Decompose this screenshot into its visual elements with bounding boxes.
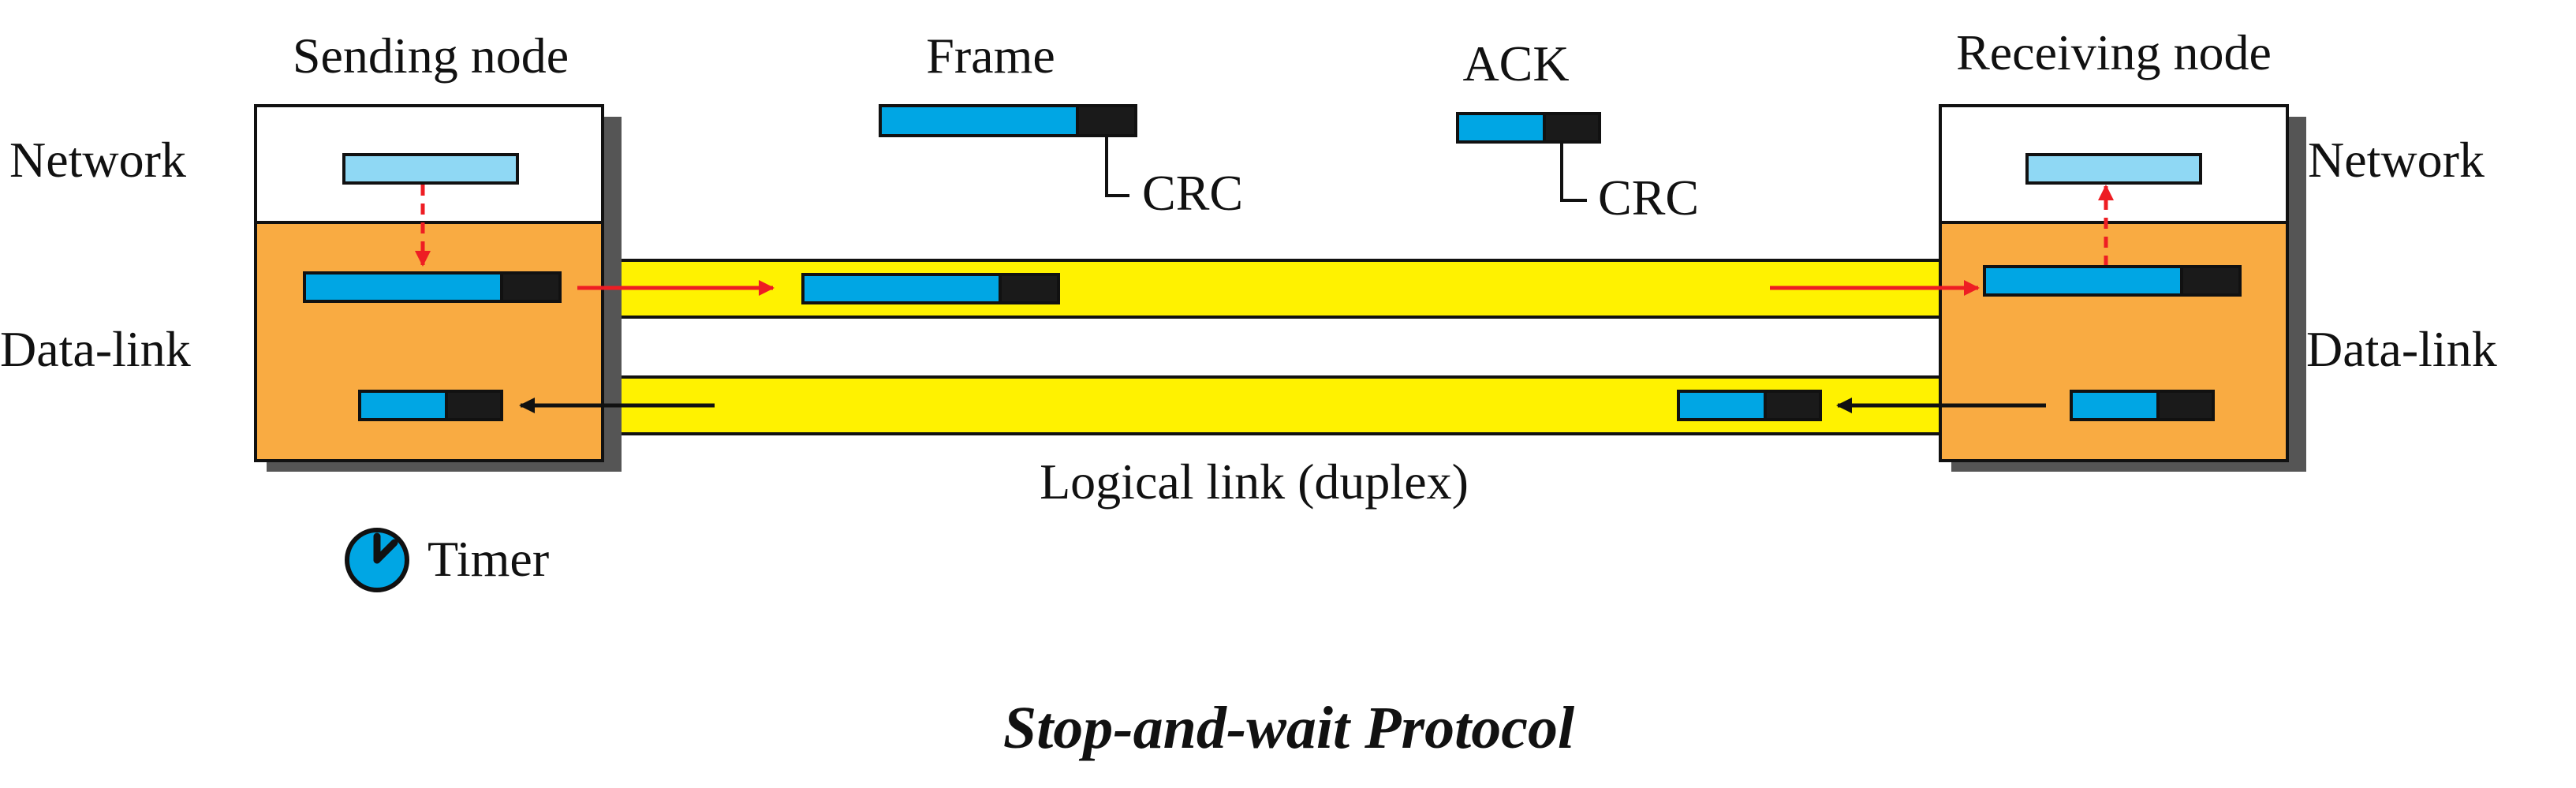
transit-ack-data <box>1677 390 1767 421</box>
sender-ack-data <box>358 390 448 421</box>
ack-legend <box>1456 112 1601 202</box>
receiver-frame-crc <box>2180 265 2242 297</box>
transit-frame-crc <box>999 273 1060 304</box>
transit-ack-crc <box>1764 390 1822 421</box>
frame-label: Frame <box>926 28 1055 84</box>
network-right-label: Network <box>2308 132 2485 188</box>
sending-datalink-layer <box>254 221 604 462</box>
receiver-ack-data <box>2070 390 2160 421</box>
ack-crc-label: CRC <box>1598 170 1699 226</box>
clock-icon <box>345 528 409 592</box>
timer-label: Timer <box>427 531 549 587</box>
ack-label: ACK <box>1462 35 1569 91</box>
diagram-caption: Stop-and-wait Protocol <box>1003 695 1574 761</box>
sender-frame-crc <box>500 271 562 303</box>
frame-legend-data <box>879 104 1079 137</box>
receiver-ack-crc <box>2156 390 2215 421</box>
frame-legend <box>879 104 1137 197</box>
sender-network-packet <box>342 153 519 185</box>
receiving-datalink-layer <box>1939 221 2289 462</box>
frame-legend-crc <box>1076 104 1137 137</box>
logical-link-label: Logical link (duplex) <box>1040 454 1469 510</box>
datalink-right-label: Data-link <box>2306 321 2497 377</box>
frame-crc-label: CRC <box>1142 165 1243 221</box>
frame-crc-leader <box>1105 136 1129 197</box>
sending-node-label: Sending node <box>293 28 569 84</box>
receiver-network-packet <box>2025 153 2202 185</box>
ack-legend-data <box>1456 112 1546 144</box>
receiver-frame-data <box>1983 265 2183 297</box>
sender-ack-crc <box>445 390 503 421</box>
ack-legend-crc <box>1543 112 1601 144</box>
network-left-label: Network <box>9 132 186 188</box>
datalink-left-label: Data-link <box>0 321 191 377</box>
sender-frame-data <box>303 271 503 303</box>
ack-crc-leader <box>1560 142 1587 202</box>
receiving-node-label: Receiving node <box>1956 24 2272 80</box>
transit-frame-data <box>801 273 1002 304</box>
